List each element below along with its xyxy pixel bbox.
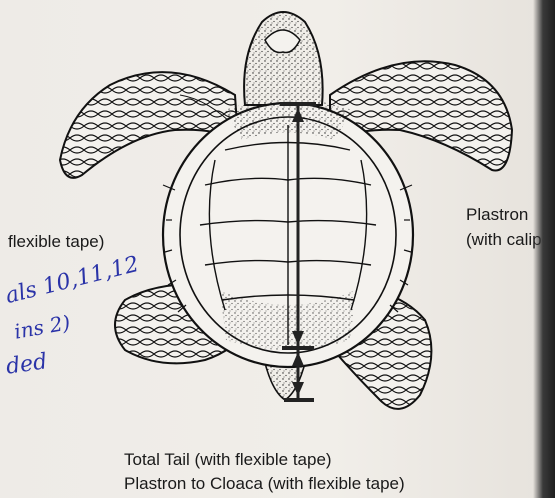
label-plastron: Plastron	[466, 205, 528, 225]
turtle-head	[244, 12, 323, 105]
label-plastron-to-cloaca: Plastron to Cloaca (with flexible tape)	[124, 474, 405, 494]
label-total-tail: Total Tail (with flexible tape)	[124, 450, 332, 470]
scan-edge-shadow	[533, 0, 555, 498]
label-flexible-tape-left: flexible tape)	[8, 232, 104, 252]
